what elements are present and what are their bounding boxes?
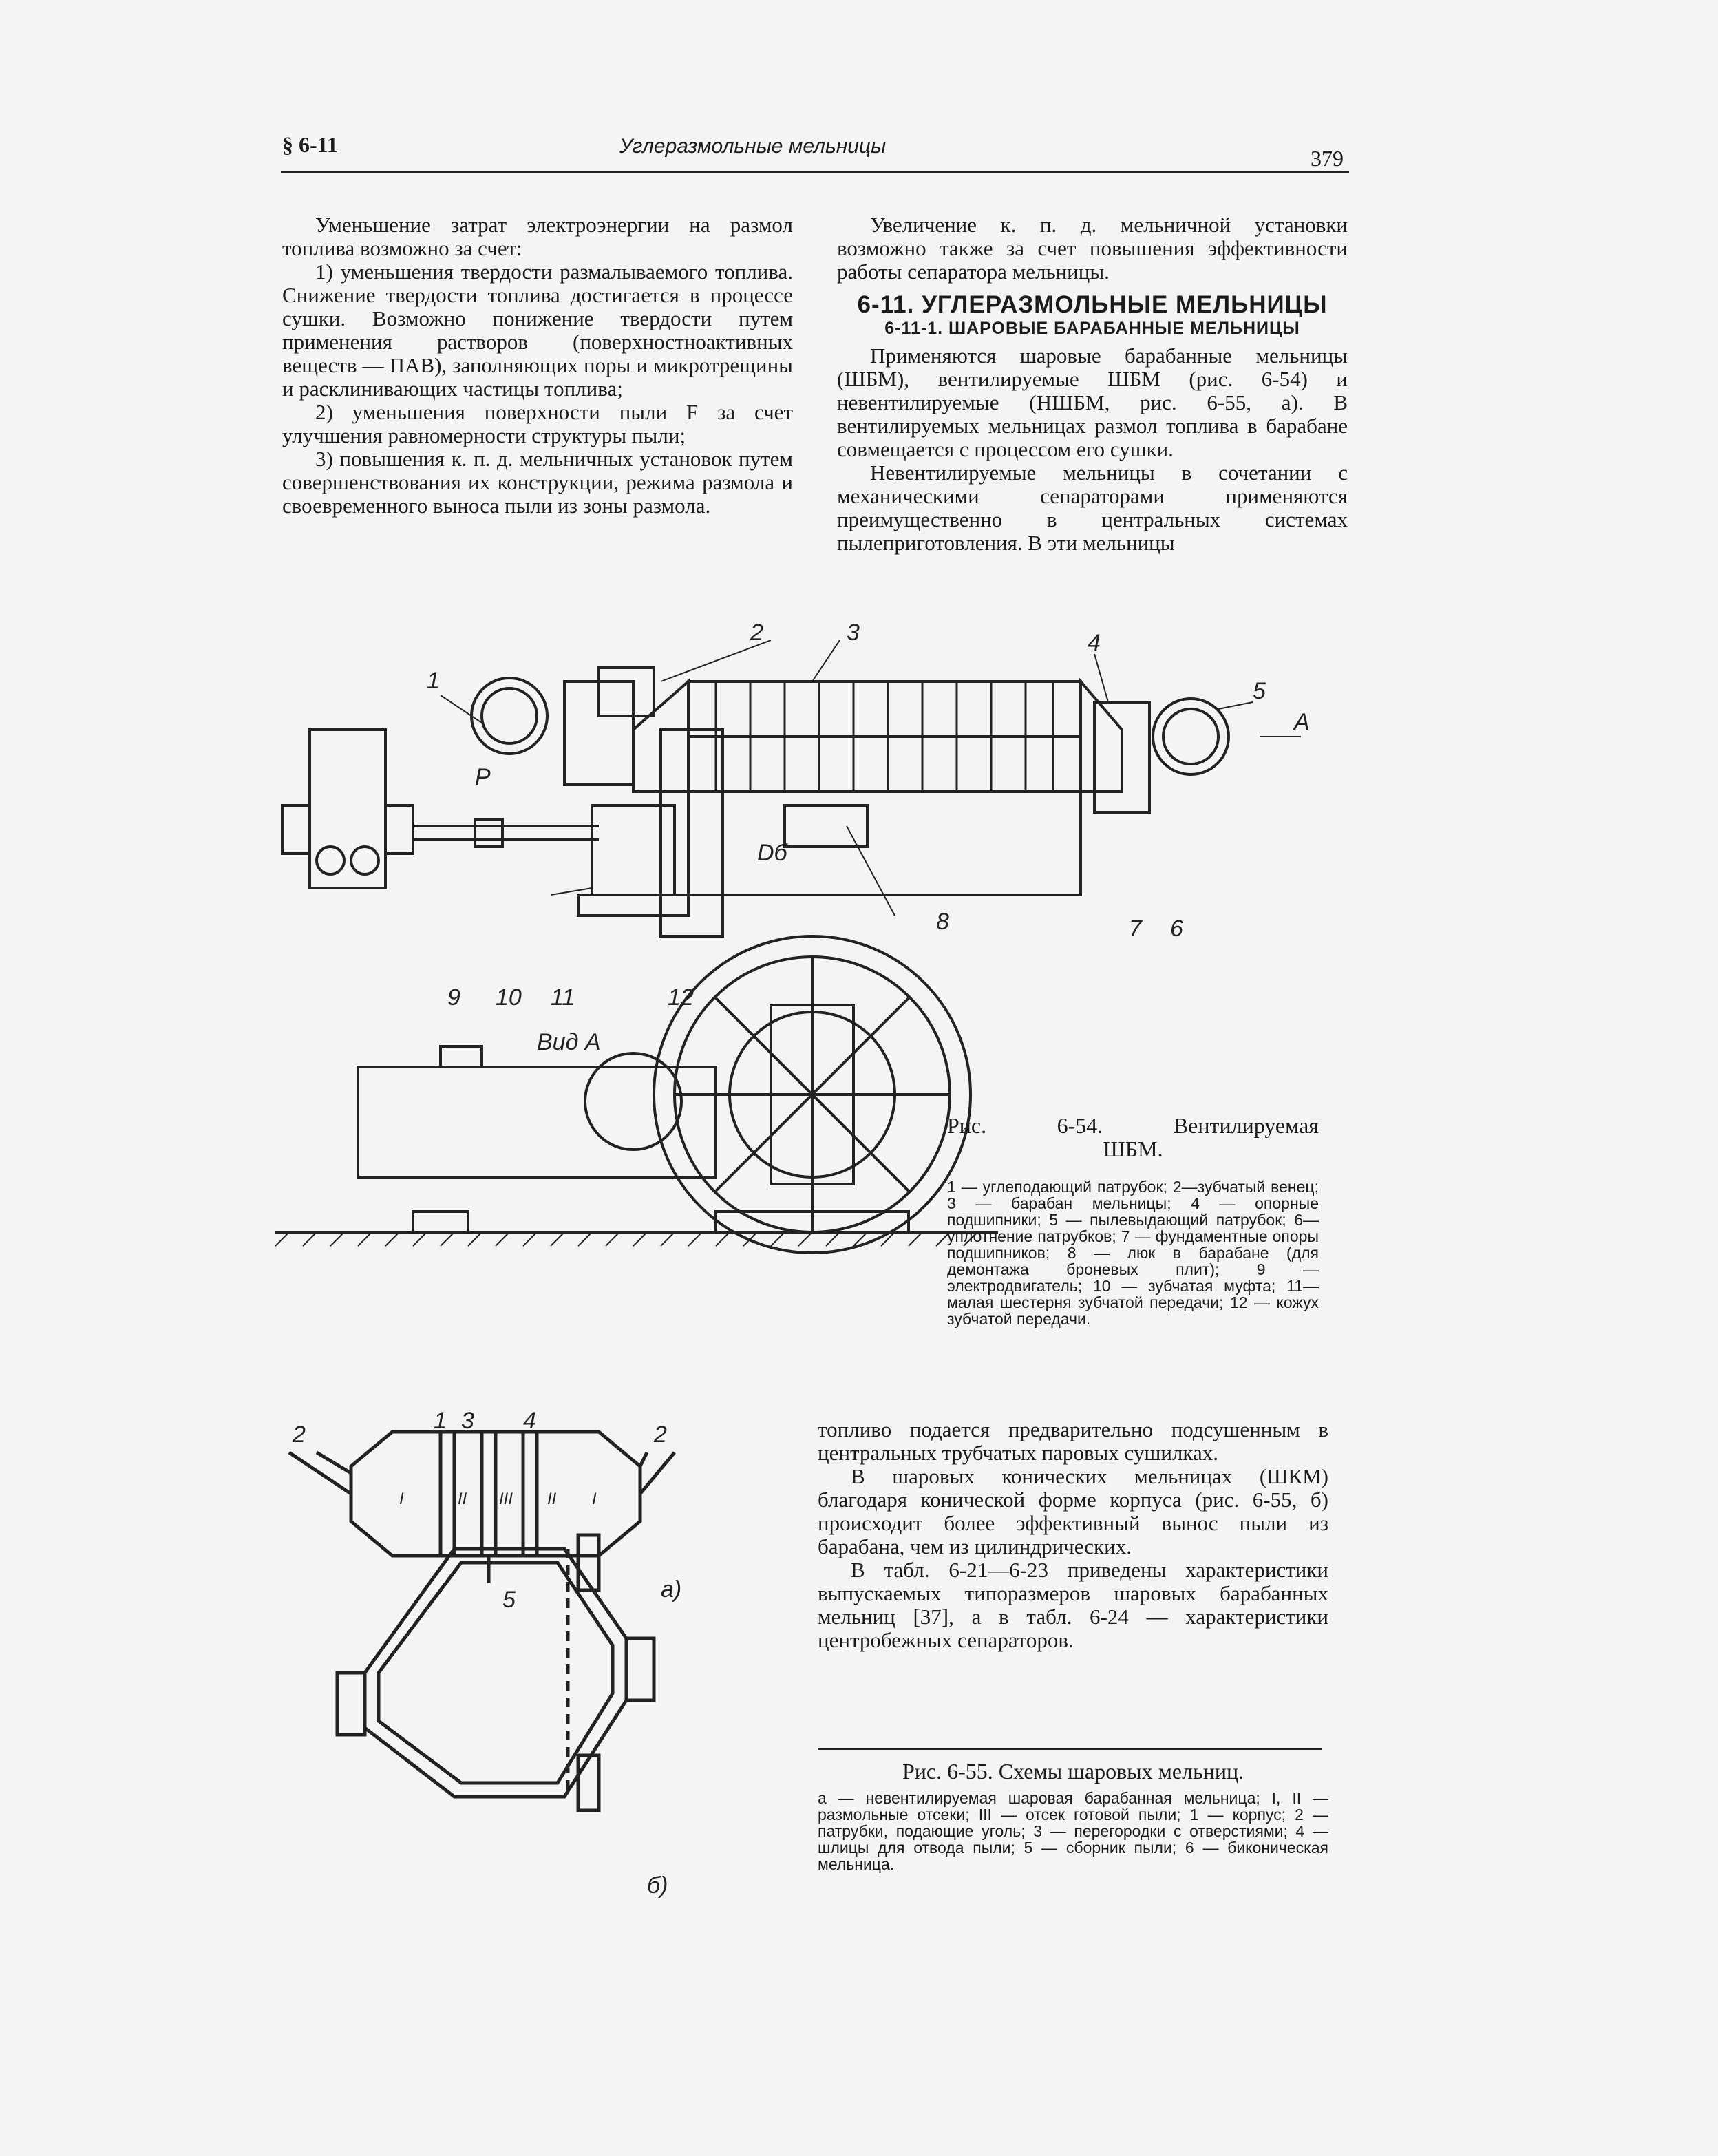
fig655-label-4: 4 <box>523 1411 536 1434</box>
figure-6-55-legend: а — невентилируемая шаровая барабанная м… <box>818 1789 1328 1873</box>
fig655-label-1: 1 <box>434 1411 447 1434</box>
fig655-label-II-left: II <box>458 1490 467 1508</box>
right-para-3: Невентилируемые мельницы в сочетании с м… <box>837 461 1348 555</box>
section-heading: 6-11. УГЛЕРАЗМОЛЬНЫЕ МЕЛЬНИЦЫ <box>857 291 1328 318</box>
fig655-label-III: III <box>499 1490 513 1508</box>
right-para-2: Применяются шаровые барабанные мельницы … <box>837 344 1348 461</box>
subsection-heading: 6-11-1. ШАРОВЫЕ БАРАБАННЫЕ МЕЛЬНИЦЫ <box>884 319 1300 338</box>
fig654-label-7: 7 <box>1129 916 1143 942</box>
fig654-label-9: 9 <box>447 984 460 1011</box>
fig654-label-5: 5 <box>1253 678 1266 704</box>
fig654-label-10: 10 <box>496 984 522 1011</box>
fig654-view-label: Вид А <box>537 1029 601 1055</box>
running-title: Углеразмольные мельницы <box>619 135 887 158</box>
figure-6-55-drawing: 2 1 3 4 2 5 I II III II I а) б) <box>288 1411 681 1899</box>
fig654-label-11: 11 <box>551 984 575 1011</box>
fig655-label-5: 5 <box>502 1587 516 1613</box>
fig655-label-3: 3 <box>461 1411 474 1434</box>
figure-6-54-title: Рис. 6-54. Вентилируемая ШБМ. <box>947 1114 1319 1161</box>
fig655-label-II-right: II <box>547 1490 557 1508</box>
figure-6-54-drawing: 1 2 3 4 5 6 7 8 9 10 11 12 А P Dб Вид А <box>275 620 1310 1254</box>
fig654-label-P: P <box>475 764 491 790</box>
section-number: § 6-11 <box>282 132 338 157</box>
figure-6-55-title: Рис. 6-55. Схемы шаровых мельниц. <box>902 1759 1244 1784</box>
fig655-label-b: б) <box>647 1872 668 1899</box>
left-item-3: 3) повышения к. п. д. мельничных установ… <box>282 447 793 518</box>
fig655-label-2-right: 2 <box>653 1422 667 1448</box>
right-column: Увеличение к. п. д. мельничной установки… <box>837 213 1348 555</box>
fig654-label-1: 1 <box>427 668 440 694</box>
fig654-label-2: 2 <box>750 620 763 646</box>
figure-6-55-rule <box>818 1748 1322 1750</box>
fig655-label-I-right: I <box>592 1490 597 1508</box>
fig655-label-2-left: 2 <box>292 1422 306 1448</box>
left-intro: Уменьшение затрат электроэнергии на разм… <box>282 213 793 260</box>
fig654-label-Db: Dб <box>757 840 789 866</box>
fig654-label-6: 6 <box>1170 916 1183 942</box>
lower-right-para-1: топливо подается предварительно подсушен… <box>818 1417 1328 1465</box>
figure-6-54-title-line2: ШБМ. <box>1103 1137 1163 1161</box>
figure-6-54-title-line1: Рис. 6-54. Вентилируемая <box>947 1113 1319 1138</box>
fig655-label-a: а) <box>661 1576 681 1603</box>
lower-right-para-2: В шаровых конических мельницах (ШКМ) бла… <box>818 1464 1328 1558</box>
page-number: 379 <box>1311 146 1344 171</box>
lower-right-para-3: В табл. 6-21—6-23 приведены характеристи… <box>818 1558 1328 1652</box>
right-para-1: Увеличение к. п. д. мельничной установки… <box>837 213 1348 284</box>
left-item-1: 1) уменьшения твердости размалываемого т… <box>282 260 793 401</box>
lower-right-column: топливо подается предварительно подсушен… <box>818 1418 1328 1652</box>
figure-6-54-legend: 1 — углеподающий патрубок; 2—зубчатый ве… <box>947 1178 1319 1328</box>
fig654-label-A: А <box>1293 709 1310 735</box>
fig654-label-8: 8 <box>936 909 949 935</box>
fig654-label-3: 3 <box>847 620 860 646</box>
left-item-2: 2) уменьшения поверхности пыли F за счет… <box>282 400 793 447</box>
fig654-label-12: 12 <box>668 984 694 1011</box>
header-rule <box>281 171 1349 173</box>
fig654-label-4: 4 <box>1088 630 1101 656</box>
left-column: Уменьшение затрат электроэнергии на разм… <box>282 213 793 518</box>
fig655-label-I-left: I <box>399 1490 404 1508</box>
